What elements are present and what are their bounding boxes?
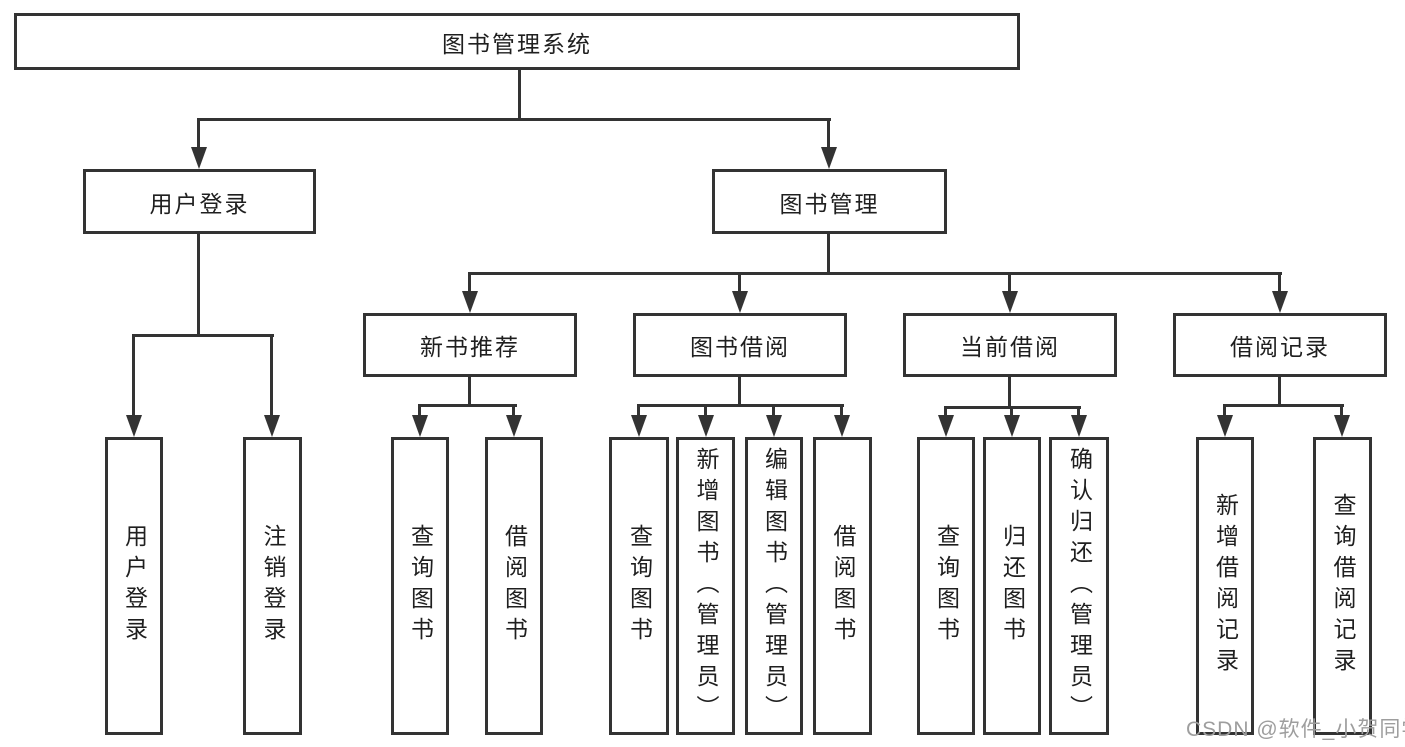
leaf-logout: 注销登录 xyxy=(243,437,302,735)
connector-line xyxy=(637,406,640,419)
connector-line xyxy=(418,406,421,419)
connector-line xyxy=(270,336,273,419)
leaf-borrow-books-2: 借阅图书 xyxy=(813,437,872,735)
leaf-borrow-books-1: 借阅图书 xyxy=(485,437,543,735)
leaf-query-books-3: 查询图书 xyxy=(917,437,975,735)
leaf-edit-books-admin-label: 编辑图书（管理员） xyxy=(761,446,788,726)
leaf-query-books-2-label: 查询图书 xyxy=(626,524,653,648)
leaf-confirm-return-admin-label: 确认归还（管理员） xyxy=(1066,446,1093,726)
connector-line xyxy=(518,69,521,119)
leaf-edit-books-admin: 编辑图书（管理员） xyxy=(745,437,803,735)
leaf-query-borrow-record-label: 查询借阅记录 xyxy=(1330,493,1356,679)
arrowhead-down-icon xyxy=(412,415,428,437)
leaf-query-books-1: 查询图书 xyxy=(391,437,449,735)
connector-line xyxy=(1008,274,1011,295)
leaf-borrow-books-2-label: 借阅图书 xyxy=(830,524,856,648)
connector-line xyxy=(1340,406,1343,419)
node-user-login-label: 用户登录 xyxy=(149,190,250,217)
node-user-login: 用户登录 xyxy=(83,169,316,234)
node-book-borrow-label: 图书借阅 xyxy=(690,334,790,360)
connector-line xyxy=(1077,408,1080,419)
arrowhead-down-icon xyxy=(1004,415,1020,437)
node-borrow-records-label: 借阅记录 xyxy=(1230,334,1330,360)
leaf-return-books-label: 归还图书 xyxy=(999,524,1026,648)
node-new-book-recommend: 新书推荐 xyxy=(363,313,577,377)
arrowhead-down-icon xyxy=(191,147,207,169)
node-borrow-records: 借阅记录 xyxy=(1173,313,1387,377)
leaf-add-books-admin-label: 新增图书（管理员） xyxy=(693,446,719,726)
leaf-query-borrow-record: 查询借阅记录 xyxy=(1313,437,1372,735)
connector-line xyxy=(197,120,200,151)
connector-line xyxy=(197,232,200,336)
leaf-add-borrow-record: 新增借阅记录 xyxy=(1196,437,1254,735)
arrowhead-down-icon xyxy=(264,415,280,437)
arrowhead-down-icon xyxy=(732,291,748,313)
arrowhead-down-icon xyxy=(834,415,850,437)
arrowhead-down-icon xyxy=(462,291,478,313)
arrowhead-down-icon xyxy=(1334,415,1350,437)
leaf-query-books-2: 查询图书 xyxy=(609,437,669,735)
node-current-borrow-label: 当前借阅 xyxy=(960,334,1060,360)
leaf-add-borrow-record-label: 新增借阅记录 xyxy=(1212,493,1239,679)
arrowhead-down-icon xyxy=(821,147,837,169)
connector-line xyxy=(1008,375,1011,408)
connector-line xyxy=(132,336,135,419)
arrowhead-down-icon xyxy=(766,415,782,437)
connector-line xyxy=(827,120,830,151)
node-book-management-label: 图书管理 xyxy=(779,190,880,217)
connector-line xyxy=(468,274,471,295)
connector-line xyxy=(1278,375,1281,406)
connector-line xyxy=(132,334,274,337)
arrowhead-down-icon xyxy=(1217,415,1233,437)
connector-line xyxy=(772,406,775,419)
leaf-return-books: 归还图书 xyxy=(983,437,1041,735)
connector-line xyxy=(197,118,831,121)
arrowhead-down-icon xyxy=(698,415,714,437)
connector-line xyxy=(704,406,707,419)
node-library-system-label: 图书管理系统 xyxy=(442,30,592,57)
connector-line xyxy=(468,375,471,406)
connector-line xyxy=(1223,404,1344,407)
leaf-query-books-3-label: 查询图书 xyxy=(933,524,960,648)
connector-line xyxy=(840,406,843,419)
arrowhead-down-icon xyxy=(126,415,142,437)
watermark: CSDN @软件_小贺同学 xyxy=(1186,718,1405,741)
arrowhead-down-icon xyxy=(506,415,522,437)
arrowhead-down-icon xyxy=(1071,415,1087,437)
node-book-borrow: 图书借阅 xyxy=(633,313,847,377)
leaf-user-login-label: 用户登录 xyxy=(121,524,148,648)
connector-line xyxy=(1223,406,1226,419)
connector-line xyxy=(1010,408,1013,419)
connector-line xyxy=(738,375,741,406)
connector-line xyxy=(944,406,1081,409)
connector-line xyxy=(1278,274,1281,295)
node-new-book-recommend-label: 新书推荐 xyxy=(420,334,520,360)
leaf-query-books-1-label: 查询图书 xyxy=(407,524,434,648)
connector-line xyxy=(944,408,947,419)
node-library-system: 图书管理系统 xyxy=(14,13,1020,70)
connector-line xyxy=(827,232,830,274)
leaf-user-login: 用户登录 xyxy=(105,437,163,735)
node-book-management: 图书管理 xyxy=(712,169,947,234)
leaf-add-books-admin: 新增图书（管理员） xyxy=(676,437,735,735)
leaf-confirm-return-admin: 确认归还（管理员） xyxy=(1049,437,1109,735)
connector-line xyxy=(738,274,741,295)
connector-line xyxy=(637,404,844,407)
leaf-borrow-books-1-label: 借阅图书 xyxy=(501,524,528,648)
arrowhead-down-icon xyxy=(1002,291,1018,313)
connector-line xyxy=(418,404,517,407)
connector-line xyxy=(512,406,515,419)
connector-line xyxy=(468,272,1282,275)
leaf-logout-label: 注销登录 xyxy=(260,524,286,648)
arrowhead-down-icon xyxy=(1272,291,1288,313)
node-current-borrow: 当前借阅 xyxy=(903,313,1117,377)
arrowhead-down-icon xyxy=(938,415,954,437)
arrowhead-down-icon xyxy=(631,415,647,437)
